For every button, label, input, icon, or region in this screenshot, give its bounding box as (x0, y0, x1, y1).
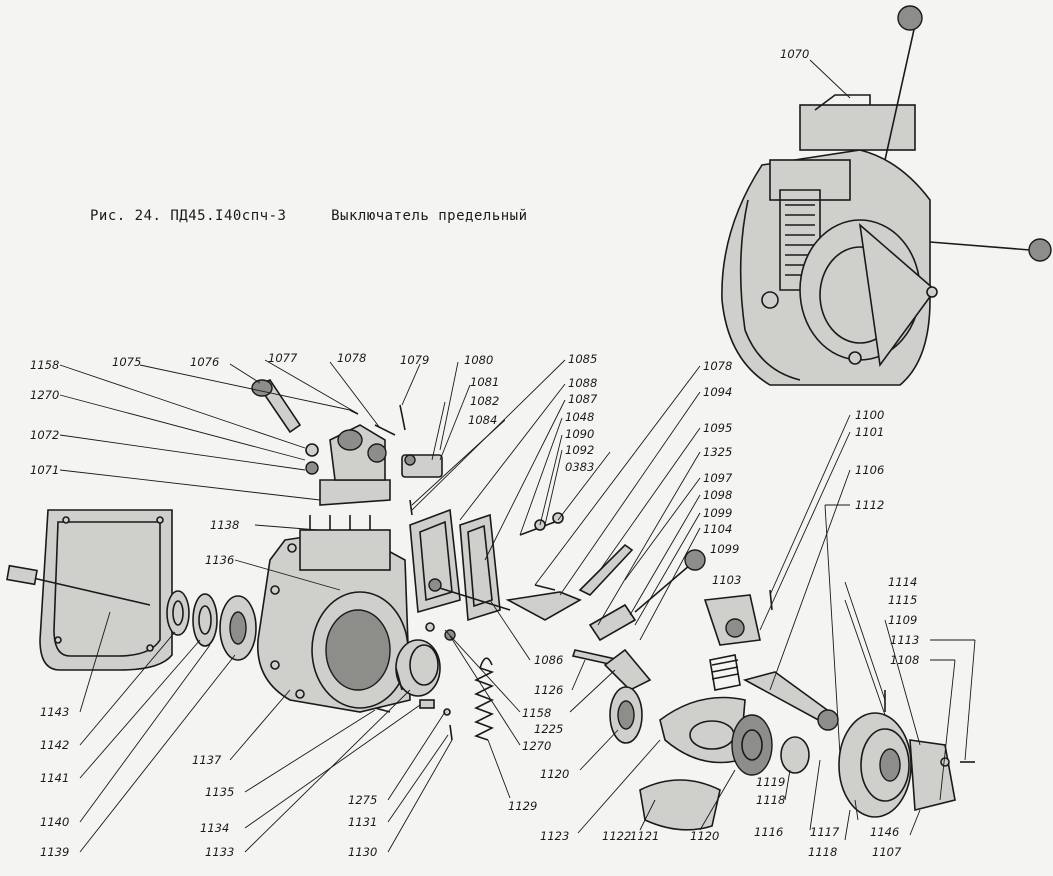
callout-1099: 1099 (703, 506, 732, 520)
callout-1108: 1108 (890, 653, 919, 667)
cover-plate (6, 509, 173, 671)
callout-1114: 1114 (888, 575, 917, 589)
spring (473, 657, 495, 741)
callout-1135: 1135 (205, 785, 234, 799)
callout-1115: 1115 (888, 593, 917, 607)
callout-1126: 1126 (534, 683, 563, 697)
callout-1077: 1077 (268, 351, 298, 365)
callout-1097: 1097 (703, 471, 733, 485)
callout-1086: 1086 (534, 653, 563, 667)
callout-1082: 1082 (470, 394, 499, 408)
callout-1138: 1138 (210, 518, 239, 532)
callout-1109: 1109 (888, 613, 917, 627)
callout-1158: 1158 (30, 358, 59, 372)
end-flange-assembly (838, 690, 975, 818)
cam-disc (639, 696, 810, 831)
callout-1140: 1140 (40, 815, 69, 829)
callout-1143: 1143 (40, 705, 69, 719)
callout-1136: 1136 (205, 553, 234, 567)
callout-1325: 1325 (703, 445, 732, 459)
callout-0383: 0383 (565, 460, 594, 474)
callout-1101: 1101 (855, 425, 884, 439)
callout-1099: 1099 (710, 542, 739, 556)
callout-1113: 1113 (890, 633, 919, 647)
callout-1129: 1129 (508, 799, 537, 813)
callout-1117: 1117 (810, 825, 840, 839)
lever-set (505, 512, 706, 667)
bracket-assembly (251, 379, 443, 516)
callout-1133: 1133 (205, 845, 234, 859)
callout-1088: 1088 (568, 376, 597, 390)
callout-1081: 1081 (470, 375, 499, 389)
callout-1092: 1092 (565, 443, 594, 457)
washer-and-gear-set (166, 590, 257, 661)
callout-1270: 1270 (30, 388, 59, 402)
callout-1078: 1078 (337, 351, 366, 365)
callout-1104: 1104 (703, 522, 732, 536)
callout-1048: 1048 (565, 410, 594, 424)
callout-1078: 1078 (703, 359, 732, 373)
callout-1116: 1116 (754, 825, 783, 839)
callout-1090: 1090 (565, 427, 594, 441)
callout-1275: 1275 (348, 793, 377, 807)
callout-labels: 1158 1075 1076 1077 1078 1079 1080 1081 … (30, 47, 919, 859)
callout-1106: 1106 (855, 463, 884, 477)
main-housing (257, 515, 411, 713)
gaskets (409, 508, 501, 622)
callout-1122: 1122 (602, 829, 631, 843)
figure-title: Выключатель предельный (331, 208, 528, 224)
callout-1137: 1137 (192, 753, 222, 767)
callout-1118: 1118 (808, 845, 837, 859)
figure-caption: Рис. 24. ПД45.I40спч-3 Выключатель преде… (90, 208, 528, 224)
callout-1107: 1107 (872, 845, 902, 859)
callout-1112: 1112 (855, 498, 884, 512)
callout-1118: 1118 (756, 793, 785, 807)
cam-and-bearing (603, 648, 652, 744)
callout-1100: 1100 (855, 408, 884, 422)
callout-1139: 1139 (40, 845, 69, 859)
callout-1120: 1120 (690, 829, 719, 843)
callout-1130: 1130 (348, 845, 377, 859)
callout-1123: 1123 (540, 829, 569, 843)
callout-1142: 1142 (40, 738, 69, 752)
callout-1098: 1098 (703, 488, 732, 502)
callout-1070: 1070 (780, 47, 809, 61)
bushing (395, 639, 441, 697)
callout-1076: 1076 (190, 355, 219, 369)
callout-1103: 1103 (712, 573, 741, 587)
callout-1095: 1095 (703, 421, 732, 435)
callout-1085: 1085 (568, 352, 597, 366)
callout-1134: 1134 (200, 821, 229, 835)
callout-1071: 1071 (30, 463, 59, 477)
callout-1087: 1087 (568, 392, 598, 406)
callout-1270: 1270 (522, 739, 551, 753)
callout-1146: 1146 (870, 825, 899, 839)
drawing-code: ПД45.I40спч-3 (170, 208, 287, 224)
callout-1080: 1080 (464, 353, 493, 367)
roller-lever (742, 671, 839, 731)
clamp-block (703, 589, 773, 691)
callout-1121: 1121 (630, 829, 659, 843)
shaft (428, 578, 511, 611)
callout-1075: 1075 (112, 355, 141, 369)
callout-1084: 1084 (468, 413, 497, 427)
callout-1120: 1120 (540, 767, 569, 781)
callout-1141: 1141 (40, 771, 69, 785)
figure-number: Рис. 24. (90, 208, 162, 224)
callout-1225: 1225 (534, 722, 563, 736)
callout-1119: 1119 (756, 775, 785, 789)
callout-1072: 1072 (30, 428, 59, 442)
assembled-limit-switch (721, 5, 1052, 386)
callout-1131: 1131 (348, 815, 377, 829)
callout-1094: 1094 (703, 385, 732, 399)
callout-1158: 1158 (522, 706, 551, 720)
callout-1079: 1079 (400, 353, 429, 367)
leader-lines (59, 359, 976, 853)
